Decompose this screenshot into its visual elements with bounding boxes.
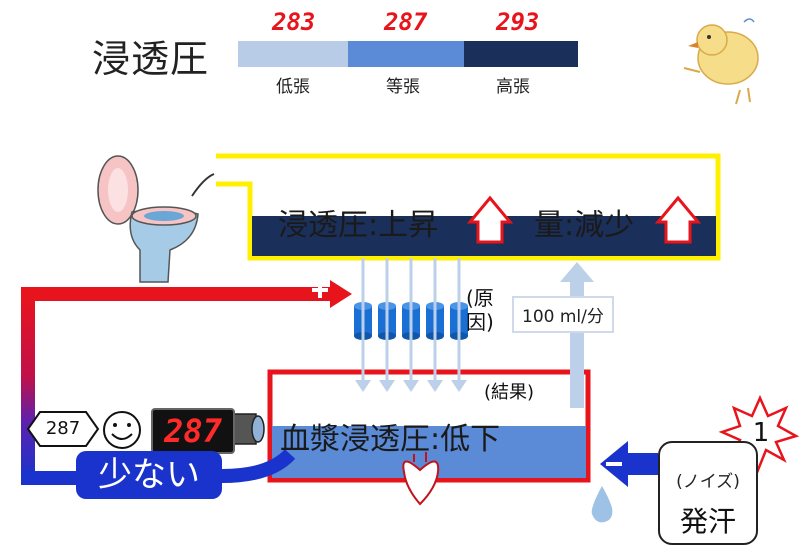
scale-label-hypotonic: 低張 xyxy=(276,77,310,97)
noise-label: (ノイズ) xyxy=(676,472,740,492)
low-badge: 少ない xyxy=(76,451,222,499)
droplet-icon xyxy=(591,486,613,523)
scale-value-287: 287 xyxy=(384,8,428,36)
flow-rate-label: 100 ml/分 xyxy=(512,296,614,333)
up-arrow-icon xyxy=(466,195,514,244)
chick-icon xyxy=(683,18,759,105)
top-tank-osmotic-text: 浸透圧:上昇 xyxy=(278,208,439,243)
sensor-lens-icon xyxy=(233,413,265,445)
scale-value-283: 283 xyxy=(272,8,316,36)
scale-segment-isotonic xyxy=(348,41,464,67)
up-arrow-icon xyxy=(654,195,702,244)
scale-value-293: 293 xyxy=(496,8,540,36)
hexagon-value: 287 xyxy=(45,418,81,439)
heart-icon xyxy=(402,452,440,506)
hexagon-shape xyxy=(26,411,100,447)
feedback-loop xyxy=(21,280,352,485)
page-title: 浸透圧 xyxy=(92,37,210,81)
scale-label-hypertonic: 高張 xyxy=(496,77,530,97)
sweat-box xyxy=(658,441,758,545)
toilet-icon xyxy=(97,155,215,283)
top-tank-volume-text: 量:減少 xyxy=(534,208,635,243)
result-label: (結果) xyxy=(484,382,535,403)
burst-number: 1 xyxy=(752,418,770,448)
scale-label-isotonic: 等張 xyxy=(386,77,420,97)
bottom-tank-text: 血漿浸透圧:低下 xyxy=(280,422,501,457)
cause-label: (原因) xyxy=(466,286,494,334)
osmosis-down-arrows xyxy=(355,258,467,392)
sweat-label: 発汗 xyxy=(679,505,736,538)
scale-segment-hypertonic xyxy=(464,41,578,67)
smiley-icon xyxy=(103,411,141,449)
scale-segment-hypotonic xyxy=(238,41,348,67)
sweat-arrow xyxy=(600,441,658,487)
lcd-display: 287 xyxy=(151,408,235,454)
lcd-value: 287 xyxy=(164,412,222,450)
